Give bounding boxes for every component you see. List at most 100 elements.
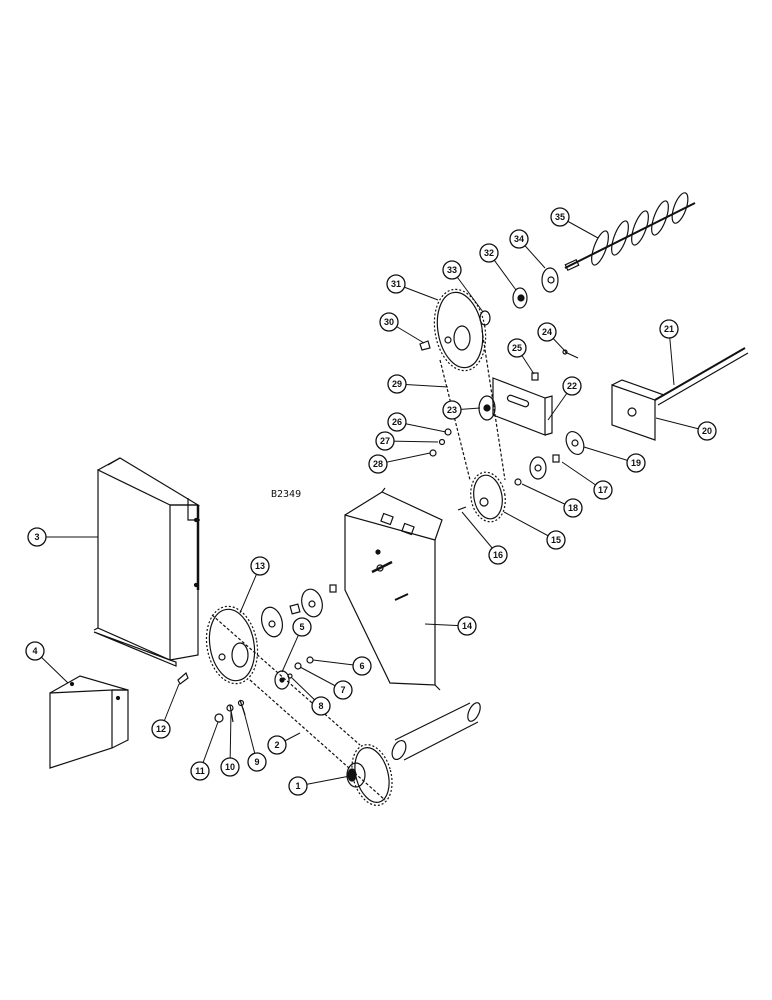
callout-number: 26 <box>392 417 402 427</box>
callout-1: 1 <box>288 776 308 796</box>
callout-circle <box>386 274 406 294</box>
callout-circle <box>697 421 717 441</box>
callout-number: 35 <box>555 212 565 222</box>
lower-drive-sprocket-part <box>205 605 259 685</box>
drive-side-bracket-part <box>344 487 443 691</box>
callout-28: 28 <box>368 454 388 474</box>
callout-circle <box>220 757 240 777</box>
callout-circle <box>311 696 331 716</box>
bearing-flange-part <box>479 267 559 326</box>
callout-number: 32 <box>484 248 494 258</box>
callout-number: 31 <box>391 279 401 289</box>
callout-circle <box>387 412 407 432</box>
callout-number: 24 <box>542 327 552 337</box>
callout-circle <box>267 735 287 755</box>
slotted-tensioner-plate-part <box>492 377 553 436</box>
callout-20: 20 <box>697 421 717 441</box>
callout-circle <box>457 616 477 636</box>
callout-number: 20 <box>702 426 712 436</box>
callout-number: 13 <box>255 561 265 571</box>
callout-circle <box>563 498 583 518</box>
callout-circle <box>509 229 529 249</box>
callout-number: 17 <box>598 485 608 495</box>
callout-13: 13 <box>250 556 270 576</box>
shield-housing-part <box>93 457 201 667</box>
callout-18: 18 <box>563 498 583 518</box>
callout-circle <box>537 322 557 342</box>
callout-number: 1 <box>295 781 300 791</box>
callout-15: 15 <box>546 530 566 550</box>
callout-12: 12 <box>151 719 171 739</box>
callout-25: 25 <box>507 338 527 358</box>
key-part <box>177 671 189 685</box>
lower-drive-chain-part <box>211 614 386 801</box>
callout-circle <box>333 680 353 700</box>
callout-number: 8 <box>318 701 323 711</box>
callout-35: 35 <box>550 207 570 227</box>
callout-17: 17 <box>593 480 613 500</box>
callout-7: 7 <box>333 680 353 700</box>
flange-hardware-part <box>514 431 585 486</box>
small-sprocket-part <box>470 471 506 523</box>
callout-22: 22 <box>562 376 582 396</box>
callout-circle <box>479 243 499 263</box>
callout-number: 27 <box>380 436 390 446</box>
callout-21: 21 <box>659 319 679 339</box>
callout-number: 29 <box>392 379 402 389</box>
callout-23: 23 <box>442 400 462 420</box>
callout-number: 5 <box>299 622 304 632</box>
callout-leader-line-15 <box>503 511 557 541</box>
callout-11: 11 <box>190 761 210 781</box>
callout-circle <box>507 338 527 358</box>
callout-circle <box>442 400 462 420</box>
callout-16: 16 <box>488 545 508 565</box>
callout-circle <box>352 656 372 676</box>
callout-circle <box>288 776 308 796</box>
small-hardware-part <box>419 340 579 511</box>
callout-circle <box>368 454 388 474</box>
upper-large-sprocket-part <box>433 288 487 372</box>
callout-circle <box>659 319 679 339</box>
callout-33: 33 <box>442 260 462 280</box>
callout-circle <box>379 312 399 332</box>
callout-circle <box>375 431 395 451</box>
callout-circle <box>250 556 270 576</box>
callout-number: 34 <box>514 234 524 244</box>
callout-number: 18 <box>568 503 578 513</box>
rear-bracket-shaft-part <box>611 347 749 441</box>
callout-circle <box>247 752 267 772</box>
idler-sprocket-part <box>478 395 496 421</box>
callout-circle <box>27 527 47 547</box>
callout-circle <box>488 545 508 565</box>
callout-circle <box>546 530 566 550</box>
figure-reference-code: B2349 <box>271 489 301 500</box>
callout-number: 28 <box>373 459 383 469</box>
callout-14: 14 <box>457 616 477 636</box>
callout-number: 22 <box>567 381 577 391</box>
callout-9: 9 <box>247 752 267 772</box>
callout-circle <box>190 761 210 781</box>
connector-link-part <box>214 699 246 723</box>
callout-8: 8 <box>311 696 331 716</box>
callout-number: 7 <box>340 685 345 695</box>
callout-circle <box>151 719 171 739</box>
callout-6: 6 <box>352 656 372 676</box>
callout-number: 12 <box>156 724 166 734</box>
callout-27: 27 <box>375 431 395 451</box>
callout-circle <box>25 641 45 661</box>
callout-19: 19 <box>626 453 646 473</box>
callout-circle <box>626 453 646 473</box>
callout-32: 32 <box>479 243 499 263</box>
callout-circle <box>562 376 582 396</box>
callout-24: 24 <box>537 322 557 342</box>
angle-bracket-part <box>49 675 129 769</box>
callout-leader-lines <box>34 216 708 787</box>
callout-number: 11 <box>195 766 205 776</box>
callout-3: 3 <box>27 527 47 547</box>
callout-circle <box>550 207 570 227</box>
callout-circle <box>387 374 407 394</box>
callout-number: 9 <box>254 757 259 767</box>
callout-26: 26 <box>387 412 407 432</box>
callout-10: 10 <box>220 757 240 777</box>
